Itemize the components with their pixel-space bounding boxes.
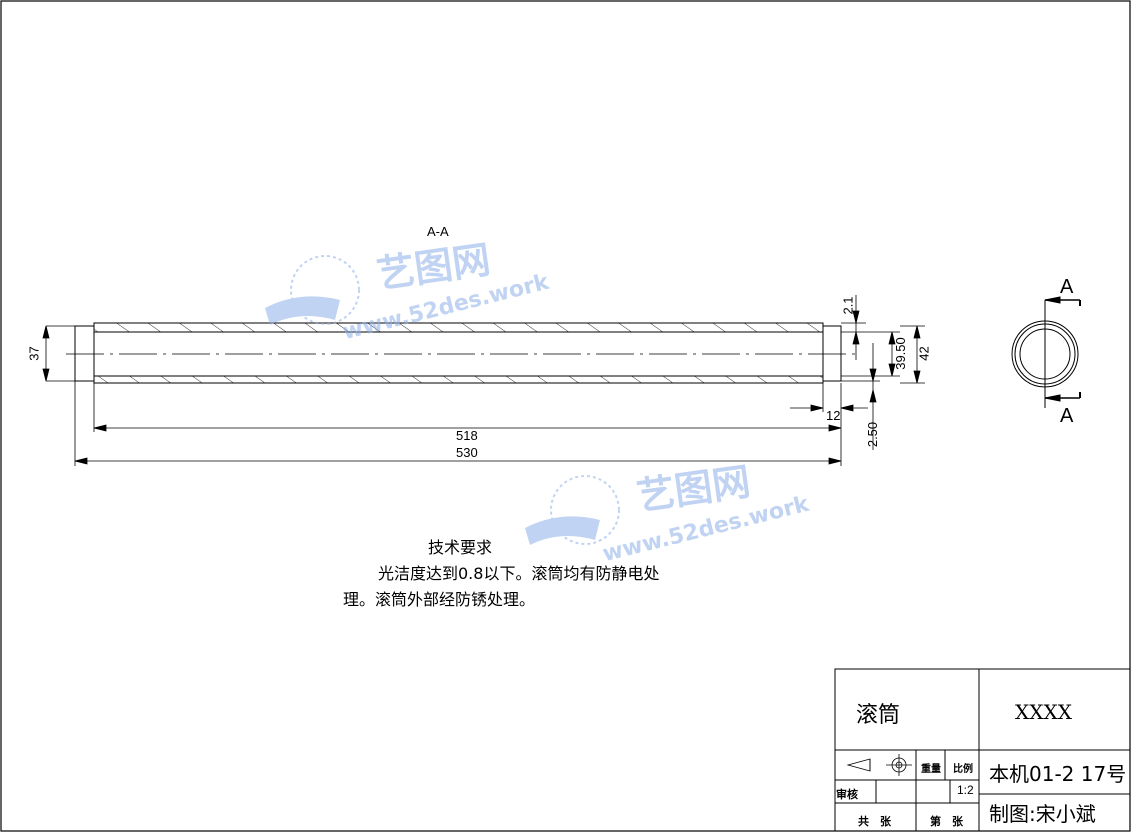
watermark-logo-1 [265, 255, 360, 325]
section-label-top: A [1060, 276, 1074, 298]
pipe-wall-top [93, 322, 824, 333]
machine-label: 本机01-2 17号 [989, 762, 1127, 786]
dim-518: 518 [456, 428, 478, 443]
scale-label: 比例 [953, 764, 973, 775]
part-name: 滚筒 [856, 703, 901, 728]
pipe-end-right [822, 325, 842, 382]
drawing-code: XXXX [1015, 700, 1072, 724]
section-label-bottom: A [1060, 405, 1074, 427]
dim-42: 42 [916, 346, 932, 361]
drafter-label: 制图:宋小斌 [989, 802, 1096, 826]
watermark-logo-2 [525, 475, 620, 545]
dim-39-50: 39.50 [892, 337, 908, 370]
title-block [834, 668, 1131, 832]
tech-requirements-title: 技术要求 [428, 538, 493, 557]
scale-value: 1:2 [957, 783, 974, 797]
end-view [1011, 296, 1081, 408]
dim-2-1: 2.1 [840, 296, 856, 315]
pipe-wall-bottom [93, 375, 824, 384]
pipe-section-view [66, 322, 860, 384]
dim-12: 12 [826, 408, 841, 423]
pipe-end-left [74, 325, 95, 382]
weight-label: 重量 [921, 764, 941, 775]
dim-2-50: 2.50 [865, 421, 881, 448]
sheet-no-label: 第 张 [930, 815, 963, 828]
projection-symbol [846, 754, 912, 776]
dimension-lines [42, 295, 925, 466]
reviewer-label: 审核 [836, 788, 858, 801]
dim-37: 37 [26, 346, 42, 361]
dim-530: 530 [456, 445, 478, 460]
total-sheets-label: 共 张 [858, 815, 891, 828]
view-label: A-A [427, 224, 449, 239]
tech-requirements-line1: 光洁度达到0.8以下。滚筒均有防静电处 [378, 564, 660, 583]
tech-requirements-line2: 理。滚筒外部经防锈处理。 [343, 590, 536, 609]
